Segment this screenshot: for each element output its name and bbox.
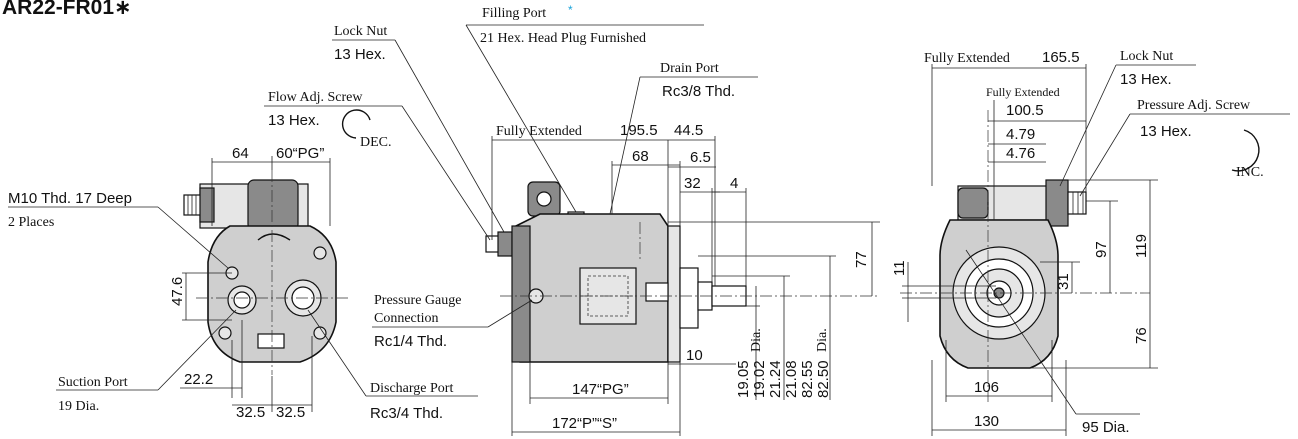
front-view: 64 60“PG” M10 Thd. 17 Deep 2 Places 47.6…: [8, 145, 478, 422]
dia-word-1: Dia.: [749, 328, 764, 352]
lock-nut-label: Lock Nut: [334, 24, 387, 39]
pilot: [679, 267, 699, 329]
dim-172-ps: 172“P”“S”: [552, 415, 617, 432]
flow-lock-nut: [199, 187, 215, 223]
dim-68: 68: [632, 148, 649, 165]
dim-106: 106: [974, 379, 999, 396]
rear-view: 11 31 97 119 76 106 130 95 Dia. Fully Ex…: [891, 49, 1290, 436]
dim-32: 32: [684, 175, 701, 192]
mount-hole-2: [313, 246, 327, 260]
inc-arrow-icon: [1231, 129, 1260, 172]
rotation-arrow: [257, 233, 291, 241]
dim-4-79: 4.79: [1006, 126, 1035, 143]
dim-4-76: 4.76: [1006, 145, 1035, 162]
dim-119: 119: [1133, 234, 1150, 258]
dim-11: 11: [891, 260, 908, 276]
discharge-thread-label: Rc3/4 Thd.: [370, 405, 443, 422]
dec-arrow-icon: [341, 109, 371, 139]
dim-100-5: 100.5: [1006, 102, 1044, 119]
dim-64: 64: [232, 145, 249, 162]
pressure-lock-nut: [1045, 179, 1069, 227]
flow-adj-screw: [183, 194, 203, 216]
flow-screw-hex: 13 Hex.: [268, 112, 320, 129]
dim-97: 97: [1093, 241, 1110, 258]
dim-130: 130: [974, 413, 999, 430]
rear-fully-extended-165: 165.5: [1042, 49, 1080, 66]
shaft-dia-21-24: 21.24: [767, 360, 784, 398]
pressure-adj-screw: [1067, 191, 1087, 215]
side-end-cover: [511, 225, 531, 363]
dim-6-5: 6.5: [690, 149, 711, 166]
pressure-gauge-label-2: Connection: [374, 311, 439, 326]
dim-47-6: 47.6: [169, 277, 186, 306]
filling-plug-label: 21 Hex. Head Plug Furnished: [480, 31, 646, 46]
nameplate: [257, 333, 285, 349]
dec-label: DEC.: [360, 135, 392, 150]
mount-thread-label: M10 Thd. 17 Deep: [8, 190, 132, 207]
dim-60-pg: 60“PG”: [276, 145, 324, 162]
rear-fully-extended-small: Fully Extended: [986, 85, 1060, 99]
shaft-dia-21-08: 21.08: [783, 360, 800, 398]
suction-port-label: Suction Port: [58, 375, 128, 390]
dim-10: 10: [686, 347, 703, 364]
shaft-dia-19-05: 19.05: [735, 360, 752, 398]
lock-nut-hex: 13 Hex.: [334, 46, 386, 63]
rear-lock-nut-hex: 13 Hex.: [1120, 71, 1172, 88]
dim-4: 4: [730, 175, 738, 192]
dim-77: 77: [853, 251, 870, 268]
flow-screw-label: Flow Adj. Screw: [268, 90, 363, 105]
discharge-port-label: Discharge Port: [370, 381, 453, 396]
drawing-title: AR22-FR01∗: [2, 0, 132, 19]
pressure-gauge-thread: Rc1/4 Thd.: [374, 333, 447, 350]
pressure-screw-hex: 13 Hex.: [1140, 123, 1192, 140]
drain-port-label: Drain Port: [660, 61, 719, 76]
pressure-screw-label: Pressure Adj. Screw: [1137, 98, 1251, 113]
dim-32-5-right: 32.5: [276, 404, 305, 421]
dim-76: 76: [1133, 327, 1150, 344]
dim-22-2: 22.2: [184, 371, 213, 388]
filling-port-star: *: [568, 3, 573, 17]
flow-valve-head: [247, 179, 299, 231]
inc-label: INC.: [1236, 165, 1264, 180]
filling-port-label: Filling Port: [482, 6, 546, 21]
dia-word-2: Dia.: [815, 328, 830, 352]
side-view: Fully Extended 195.5 44.5 68 6.5 32 4 77…: [264, 3, 880, 436]
pilot-dia-82-55: 82.55: [799, 360, 816, 398]
pressure-gauge-label-1: Pressure Gauge: [374, 293, 461, 308]
dim-95-dia: 95 Dia.: [1082, 419, 1130, 436]
mount-places-label: 2 Places: [8, 215, 54, 230]
side-lock-nut: [497, 231, 513, 257]
drain-thread-label: Rc3/8 Thd.: [662, 83, 735, 100]
dim-147-pg: 147“PG”: [572, 381, 629, 398]
dim-44-5: 44.5: [674, 122, 703, 139]
rear-fully-extended-label: Fully Extended: [924, 51, 1010, 66]
fully-extended-label: Fully Extended: [496, 124, 582, 139]
fully-extended-195: 195.5: [620, 122, 658, 139]
pilot-dia-82-50: 82.50: [815, 360, 832, 398]
rear-lock-nut-label: Lock Nut: [1120, 49, 1173, 64]
dim-31: 31: [1055, 273, 1072, 290]
shaft-dia-19-02: 19.02: [751, 360, 768, 398]
dim-32-5-left: 32.5: [236, 404, 265, 421]
suction-dia-label: 19 Dia.: [58, 399, 99, 414]
mounting-flange: [667, 225, 681, 363]
